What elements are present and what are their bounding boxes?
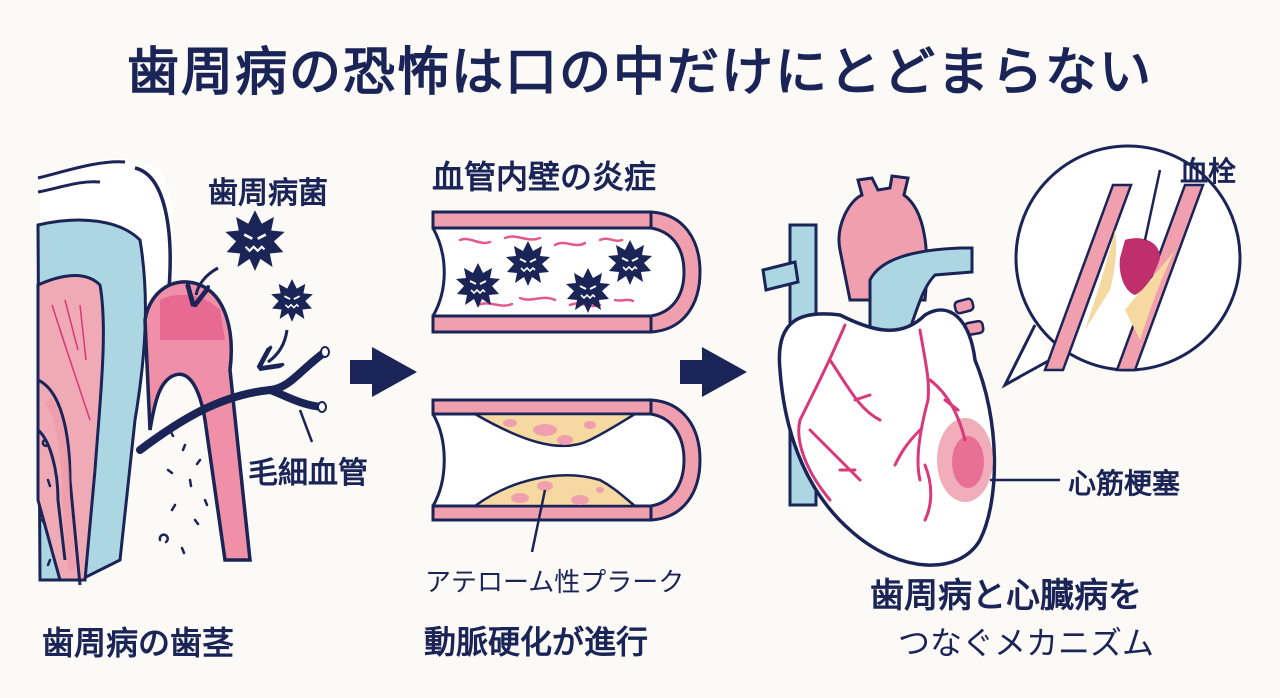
bacteria-label: 歯周病菌 <box>208 176 328 211</box>
thrombus-zoom-bubble <box>1001 144 1242 389</box>
inflammation-label: 血管内壁の炎症 <box>432 158 657 196</box>
arrow-right-icon <box>680 347 747 397</box>
bacteria-icon <box>270 278 314 323</box>
atherosclerosis-caption: 動脈硬化が進行 <box>424 623 649 661</box>
infarction-label: 心筋梗塞 <box>1068 467 1181 500</box>
page-title: 歯周病の恐怖は口の中だけにとどまらない <box>126 43 1153 103</box>
bacteria-icon <box>223 208 287 273</box>
inflamed-vessel-illustration <box>431 210 702 334</box>
mechanism-caption-line1: 歯周病と心臓病を <box>870 576 1142 616</box>
mechanism-caption-line2: つなぐメカニズム <box>898 624 1155 662</box>
thrombus-label: 血栓 <box>1180 155 1237 188</box>
plaque-vessel-illustration <box>431 398 702 553</box>
arrow-right-icon <box>350 347 417 397</box>
capillary-label: 毛細血管 <box>248 456 368 491</box>
tooth-gum-illustration <box>36 158 330 586</box>
gum-caption: 歯周病の歯茎 <box>42 624 235 662</box>
plaque-label: アテローム性プラーク <box>425 568 685 598</box>
heart-illustration <box>761 174 1060 567</box>
